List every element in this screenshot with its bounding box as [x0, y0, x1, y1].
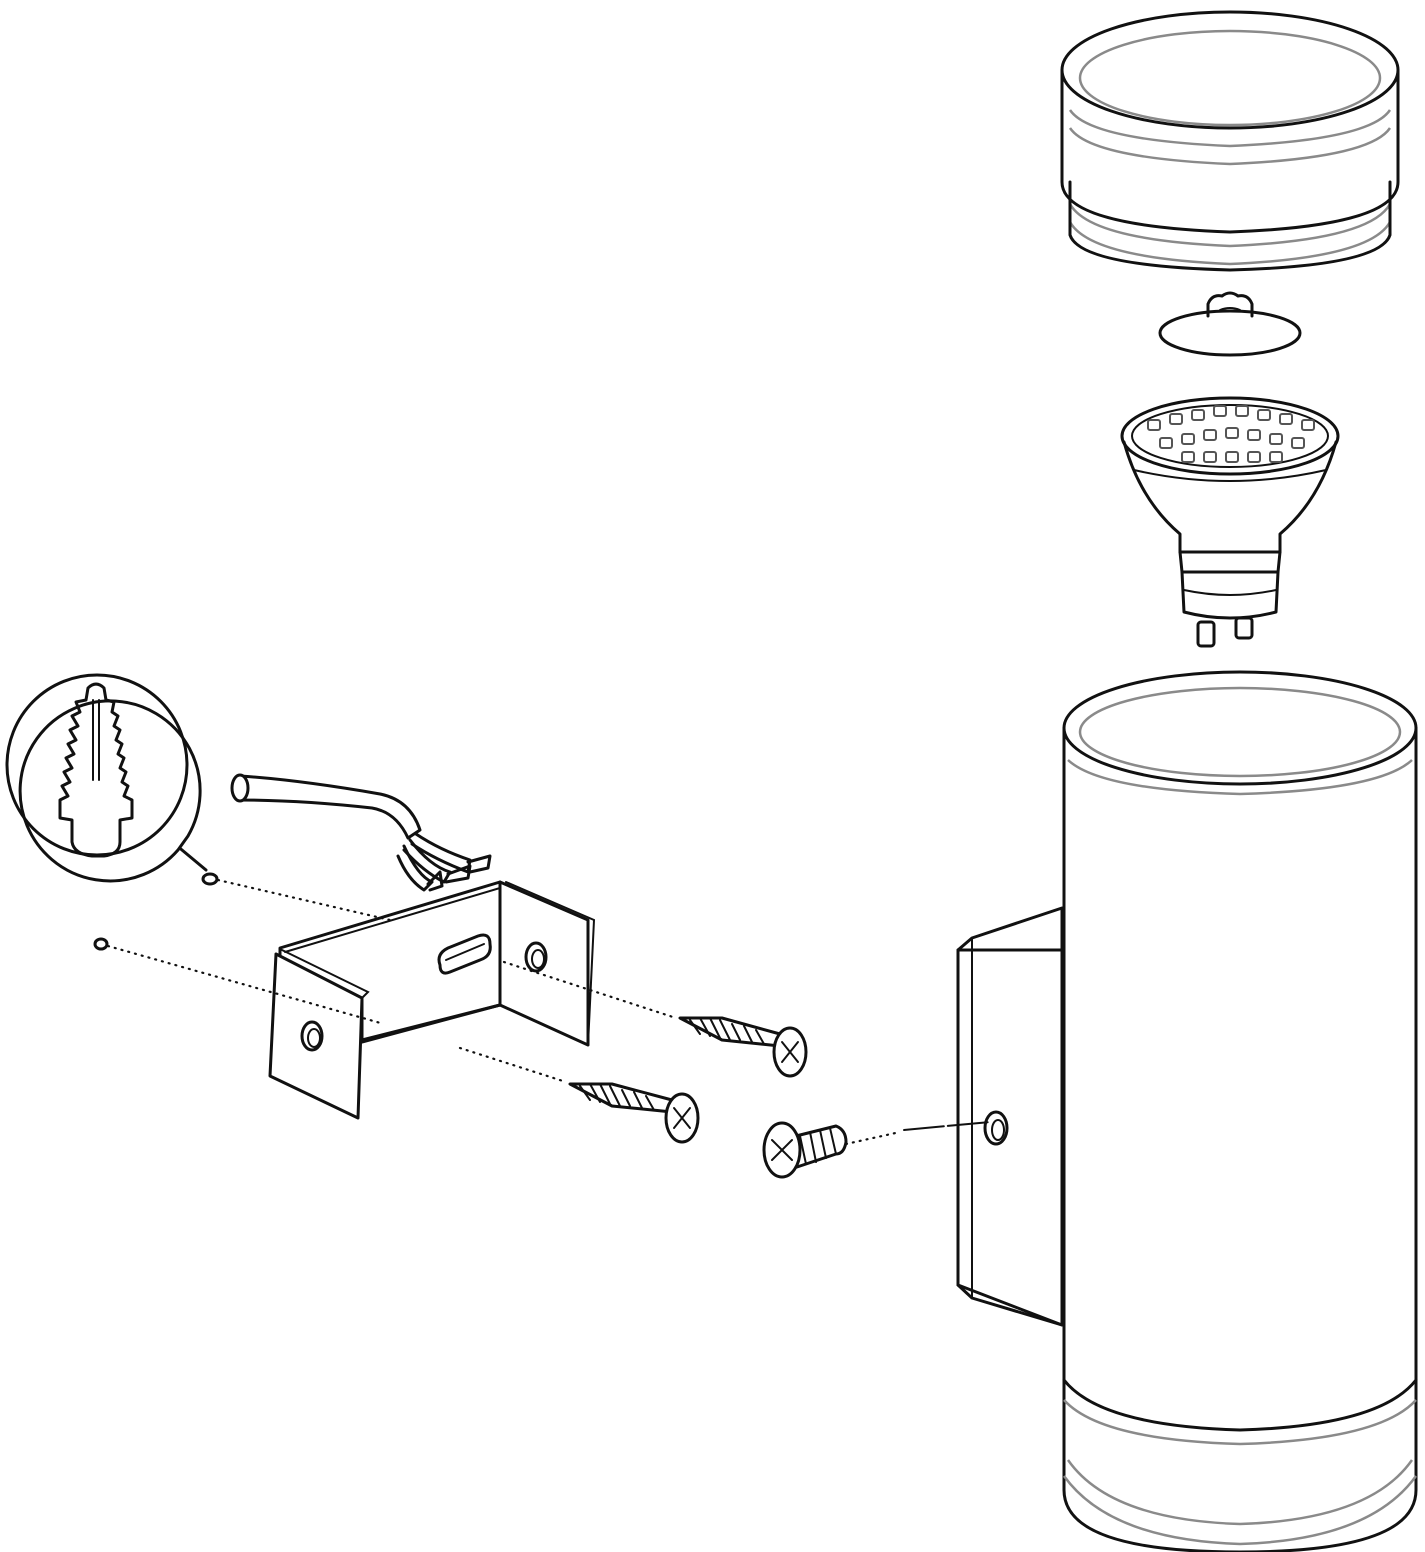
wood-screw — [568, 1016, 808, 1144]
wall-plug-detail — [5, 673, 219, 951]
mounting-bracket — [268, 880, 596, 1120]
assembly-guide-lines — [106, 878, 678, 1084]
lamp-body — [956, 670, 1418, 1552]
sealing-ring — [1158, 291, 1302, 357]
led-grid — [1147, 405, 1315, 463]
cable — [230, 773, 492, 892]
led-bulb — [1120, 396, 1340, 648]
diffuser-cap — [1060, 10, 1400, 272]
fixing-screw — [762, 1121, 991, 1179]
